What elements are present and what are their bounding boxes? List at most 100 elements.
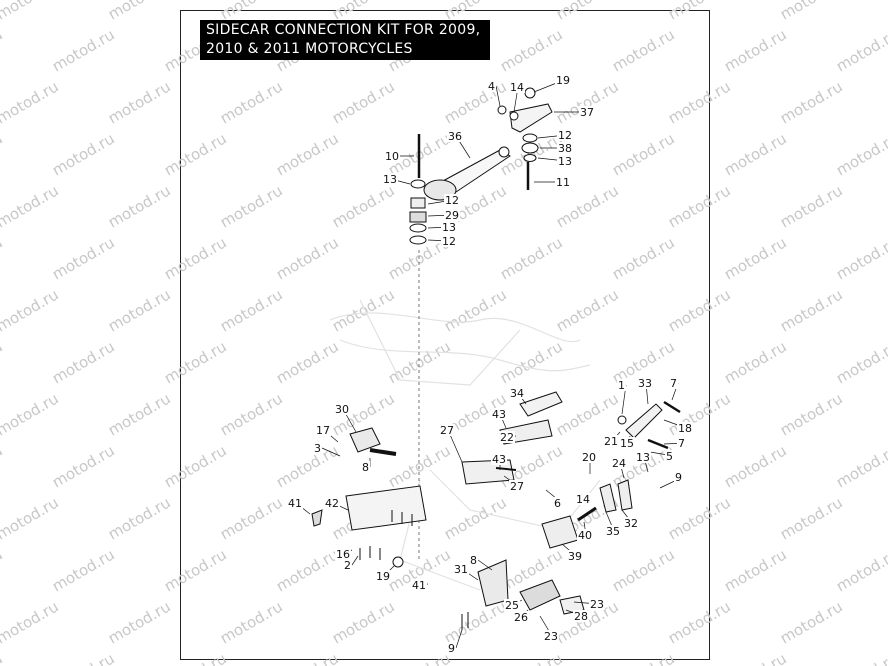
part-callout: 34 — [510, 387, 524, 400]
part-callout: 41 — [412, 579, 426, 592]
part-callout: 13 — [442, 221, 456, 234]
watermark-text: motod.ru — [217, 77, 286, 127]
part-callout: 2 — [344, 559, 351, 572]
part-callout: 12 — [445, 194, 459, 207]
callout-label-bg — [411, 579, 427, 591]
part-33-link — [625, 403, 663, 439]
part-callout: 17 — [316, 424, 330, 437]
watermark-text: motod.ru — [721, 233, 790, 283]
callout-label-bg — [335, 548, 351, 560]
part-callout: 28 — [574, 610, 588, 623]
watermark-text: motod.ru — [497, 233, 566, 283]
callout-label-bg — [553, 497, 562, 509]
callout-label-bg — [469, 554, 478, 566]
watermark-text: motod.ru — [329, 181, 398, 231]
part-callout: 12 — [558, 129, 572, 142]
watermark-text: motod.ru — [217, 493, 286, 543]
part-callout: 38 — [558, 142, 572, 155]
part-callout: 7 — [678, 437, 685, 450]
watermark-text: motod.ru — [161, 545, 230, 595]
callout-label-bg — [499, 431, 515, 443]
part-callout: 32 — [624, 517, 638, 530]
watermark-text: motod.ru — [0, 545, 6, 595]
part-callout: 13 — [636, 451, 650, 464]
watermark-text: motod.ru — [609, 129, 678, 179]
watermark-text: motod.ru — [609, 25, 678, 75]
callout-label-bg — [665, 450, 674, 462]
watermark-text: motod.ru — [497, 25, 566, 75]
callout-label-bg — [557, 155, 573, 167]
watermark-text: motod.ru — [0, 0, 62, 23]
part-8-pin — [369, 448, 397, 456]
part-callout: 14 — [576, 493, 590, 506]
watermark-text: motod.ru — [273, 337, 342, 387]
callout-label-bg — [491, 408, 507, 420]
watermark-text: motod.ru — [49, 441, 118, 491]
callout-leader — [321, 447, 341, 457]
watermark-text: motod.ru — [0, 181, 62, 231]
part-callout: 16 — [336, 548, 350, 561]
part-14-washer — [509, 111, 519, 121]
part-callout: 27 — [440, 424, 454, 437]
watermark-text: motod.ru — [217, 181, 286, 231]
callout-label-bg — [557, 142, 573, 154]
watermark-text: motod.ru — [161, 441, 230, 491]
callout-label-bg — [361, 461, 370, 473]
callout-label-bg — [509, 387, 525, 399]
part-callout: 36 — [448, 130, 462, 143]
part-callout: 29 — [445, 209, 459, 222]
watermark-text: motod.ru — [609, 233, 678, 283]
part-callout: 42 — [325, 497, 339, 510]
watermark-text: motod.ru — [105, 493, 174, 543]
watermark-text: motod.ru — [105, 597, 174, 647]
part-callout: 10 — [385, 150, 399, 163]
part-31-arm — [477, 559, 509, 607]
watermark-text: motod.ru — [665, 493, 734, 543]
watermark-text: motod.ru — [49, 649, 118, 666]
callout-label-bg — [589, 598, 605, 610]
callout-label-bg — [444, 194, 460, 206]
callout-label-bg — [509, 480, 525, 492]
watermark-text: motod.ru — [49, 25, 118, 75]
part-42-plate — [345, 485, 427, 531]
watermark-text: motod.ru — [777, 493, 846, 543]
watermark-text: motod.ru — [833, 441, 888, 491]
watermark-text: motod.ru — [777, 181, 846, 231]
part-callout: 11 — [556, 176, 570, 189]
callout-leader — [477, 559, 493, 571]
part-callout: 1 — [618, 379, 625, 392]
callout-label-bg — [605, 525, 621, 537]
part-callout: 37 — [580, 106, 594, 119]
part-callout: 41 — [288, 497, 302, 510]
watermark-text: motod.ru — [0, 233, 6, 283]
callout-label-bg — [382, 173, 398, 185]
watermark-text: motod.ru — [665, 77, 734, 127]
watermark-text: motod.ru — [609, 545, 678, 595]
callout-label-bg — [447, 130, 463, 142]
callout-label-bg — [375, 570, 391, 582]
watermark-text: motod.ru — [385, 649, 454, 666]
callout-label-bg — [557, 129, 573, 141]
part-callout: 26 — [514, 611, 528, 624]
watermark-text: motod.ru — [777, 285, 846, 335]
watermark-text: motod.ru — [273, 649, 342, 666]
watermark-text: motod.ru — [273, 441, 342, 491]
part-callout: 19 — [376, 570, 390, 583]
watermark-text: motod.ru — [441, 493, 510, 543]
watermark-text: motod.ru — [441, 597, 510, 647]
watermark-text: motod.ru — [0, 649, 6, 666]
callout-label-bg — [543, 630, 559, 642]
watermark-text: motod.ru — [105, 0, 174, 23]
watermark-text: motod.ru — [329, 597, 398, 647]
watermark-text: motod.ru — [833, 337, 888, 387]
callout-label-bg — [439, 424, 455, 436]
watermark-text: motod.ru — [49, 233, 118, 283]
part-callout: 19 — [556, 74, 570, 87]
part-callout: 9 — [448, 642, 455, 655]
upper-assembly — [409, 87, 553, 245]
part-35-lever — [599, 483, 617, 513]
watermark-text: motod.ru — [833, 25, 888, 75]
watermark-text: motod.ru — [721, 337, 790, 387]
